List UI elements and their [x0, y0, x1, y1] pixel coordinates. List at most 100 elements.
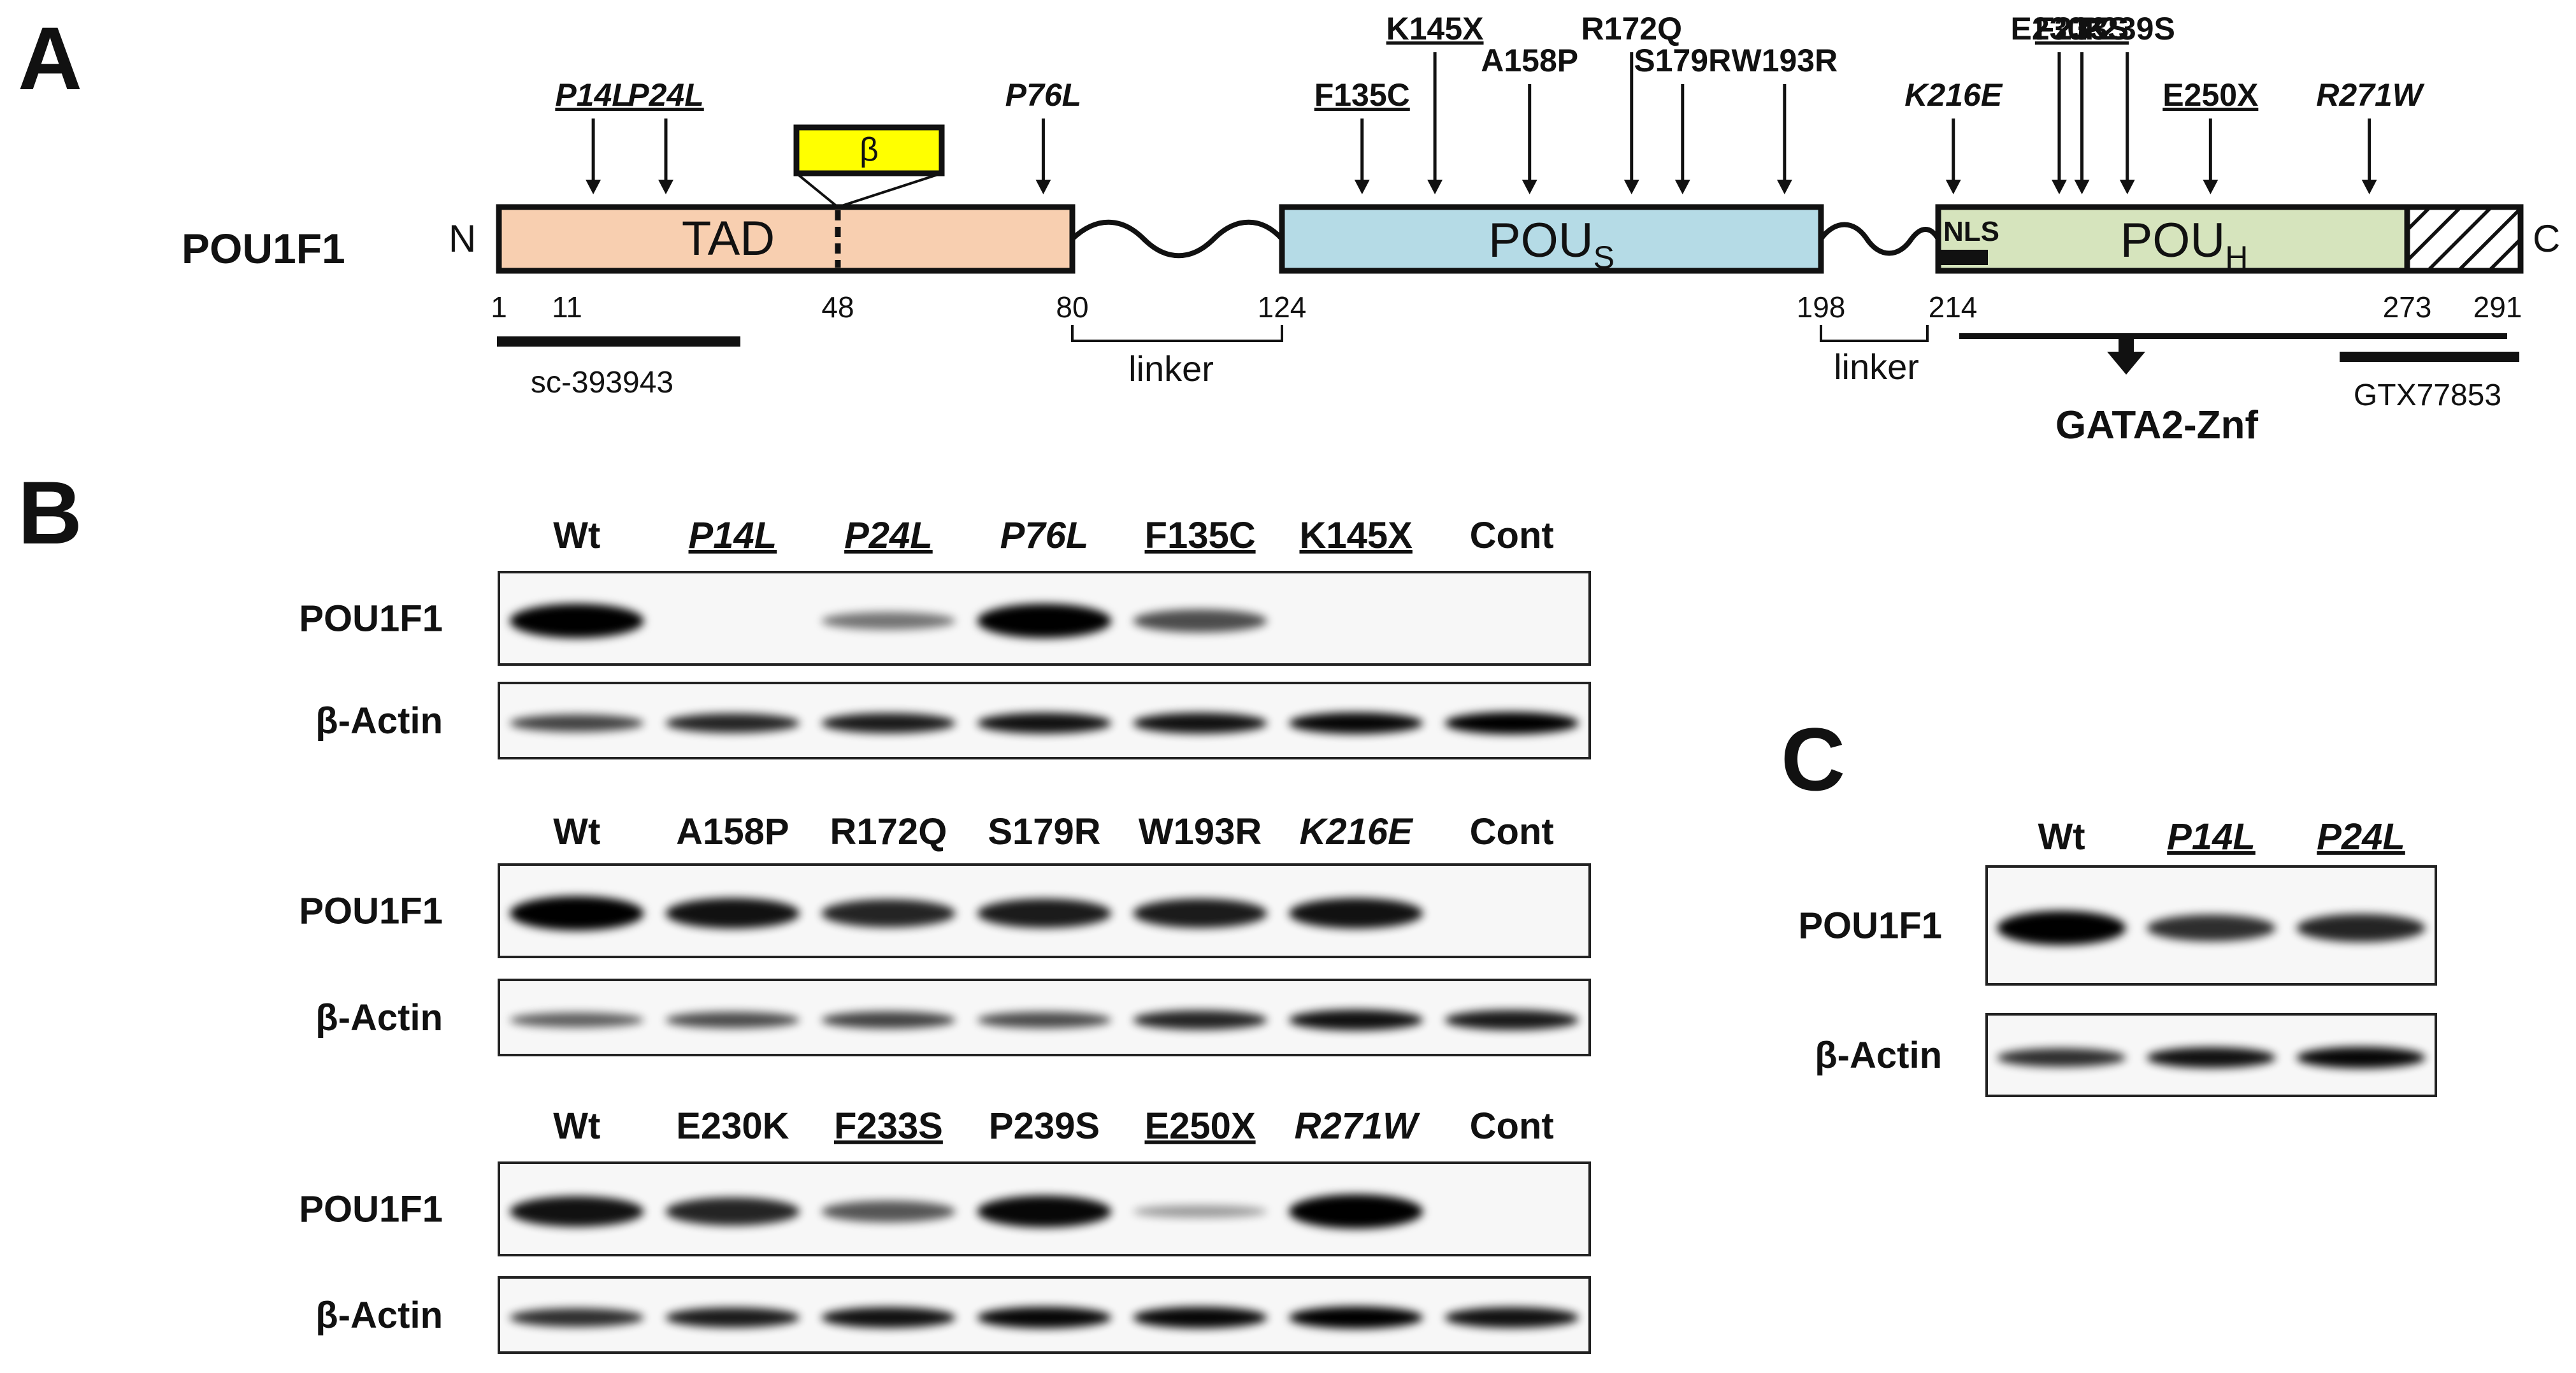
mutation-label: K145X — [1386, 11, 1484, 47]
mutation-label: K216E — [1904, 77, 2003, 113]
mutation-arrowhead — [586, 180, 601, 194]
blot-band — [1288, 1009, 1423, 1031]
row-label-pou1f1: POU1F1 — [299, 1189, 443, 1230]
blot-band — [977, 1307, 1112, 1328]
antibody-sc-393943-label: sc-393943 — [531, 366, 673, 399]
blot-band — [510, 1012, 644, 1028]
mutation-arrowhead — [1522, 180, 1537, 194]
blot-band — [1444, 712, 1579, 735]
blot-band — [2147, 1047, 2276, 1068]
mutation-arrowhead — [1623, 180, 1639, 194]
lane-label: P24L — [2317, 816, 2405, 858]
position-label: 124 — [1258, 291, 1307, 324]
lane-label: P14L — [2167, 816, 2256, 858]
position-label: 11 — [552, 291, 582, 324]
c-terminus-label: C — [2533, 217, 2560, 260]
blot-band — [665, 713, 800, 733]
row-label-actin: β-Actin — [315, 1295, 443, 1336]
lane-label: Cont — [1470, 1105, 1554, 1147]
beta-callout-left — [795, 172, 839, 208]
blot-band — [1288, 898, 1423, 929]
mutation-arrowhead — [2119, 180, 2135, 194]
linker-label-2: linker — [1834, 347, 1919, 387]
blot-band — [510, 1196, 644, 1227]
position-label: 273 — [2383, 291, 2432, 324]
mutation-label: F135C — [1314, 77, 1410, 113]
beta-insert-box — [793, 124, 945, 176]
protein-name: POU1F1 — [182, 225, 345, 272]
blot-band — [510, 714, 644, 732]
mutation-arrowhead — [658, 180, 674, 194]
blot-band — [510, 603, 644, 638]
row-label-actin: β-Actin — [315, 997, 443, 1039]
pous-domain — [1279, 204, 1824, 274]
lane-label: F135C — [1145, 515, 1256, 556]
mutation-label: E250X — [2162, 77, 2258, 113]
beta-insert-label: β — [860, 131, 879, 168]
pous-label: POUS — [1488, 213, 1615, 275]
blot-band — [821, 713, 956, 733]
mutation-arrowhead — [2074, 180, 2090, 194]
lane-label: K216E — [1299, 811, 1414, 852]
linker-bracket-2 — [1820, 325, 1929, 342]
blot-band — [1288, 1194, 1423, 1229]
lane-label: Wt — [553, 1105, 600, 1147]
mutation-label: W193R — [1731, 43, 1838, 78]
row-label-pou1f1: POU1F1 — [299, 598, 443, 640]
blot-band — [1133, 1205, 1267, 1218]
position-label: 80 — [1056, 291, 1088, 324]
lane-label: Wt — [2038, 816, 2085, 858]
antibody-gtx77853-label: GTX77853 — [2354, 378, 2501, 412]
lane-label: P24L — [844, 515, 933, 556]
lane-label: E250X — [1144, 1105, 1255, 1147]
lane-label: Cont — [1470, 515, 1554, 556]
blot-band — [665, 1197, 800, 1226]
blot-band — [977, 712, 1112, 734]
blot-band — [977, 1195, 1112, 1228]
position-label: 48 — [821, 291, 854, 324]
mutation-label: S179R — [1634, 43, 1731, 78]
nls-label: NLS — [1943, 216, 1999, 247]
position-label: 198 — [1797, 291, 1846, 324]
lane-label: K145X — [1299, 515, 1413, 556]
lane-label: R271W — [1294, 1105, 1420, 1147]
blot-band — [1133, 609, 1267, 633]
mutation-label: E230K — [2010, 11, 2108, 47]
linker-curve-2 — [1818, 222, 1941, 256]
lane-label: P14L — [689, 515, 777, 556]
row-label-actin: β-Actin — [315, 700, 443, 742]
n-terminus-label: N — [449, 217, 476, 260]
panel-a: A POU1F1 N C TAD β POUS NLS POUH 1 11 48… — [18, 8, 2560, 447]
row-label-actin: β-Actin — [1815, 1035, 1942, 1076]
antibody-sc-393943-bar — [497, 336, 740, 347]
mutation-arrowhead — [1354, 180, 1370, 194]
lane-label: S179R — [988, 811, 1100, 852]
blot-band — [1997, 1048, 2126, 1067]
pouh-domain — [1935, 204, 2410, 274]
panel-a-letter: A — [18, 8, 82, 108]
mutation-arrowhead — [2203, 180, 2219, 194]
gata2-arrow-head — [2107, 352, 2145, 375]
mutation-label: F233S — [2035, 11, 2129, 47]
lane-label: P239S — [989, 1105, 1100, 1147]
blot-band — [821, 1307, 956, 1328]
beta-callout-right — [837, 172, 942, 208]
mutation-label: P76L — [1005, 77, 1082, 113]
c-terminal-hatched-region — [2404, 204, 2524, 274]
blot-band — [665, 898, 800, 929]
blot-band — [1288, 1306, 1423, 1329]
mutation-arrowhead — [2051, 180, 2067, 194]
mutation-label: P239S — [2080, 11, 2175, 47]
mutation-label: R172Q — [1581, 11, 1682, 47]
gata2-label: GATA2-Znf — [2055, 403, 2258, 447]
lane-label: P76L — [1000, 515, 1089, 556]
tad-label: TAD — [682, 212, 775, 266]
linker-label-1: linker — [1128, 349, 1214, 389]
position-label: 291 — [2473, 291, 2522, 324]
pouh-label: POUH — [2120, 213, 2249, 275]
